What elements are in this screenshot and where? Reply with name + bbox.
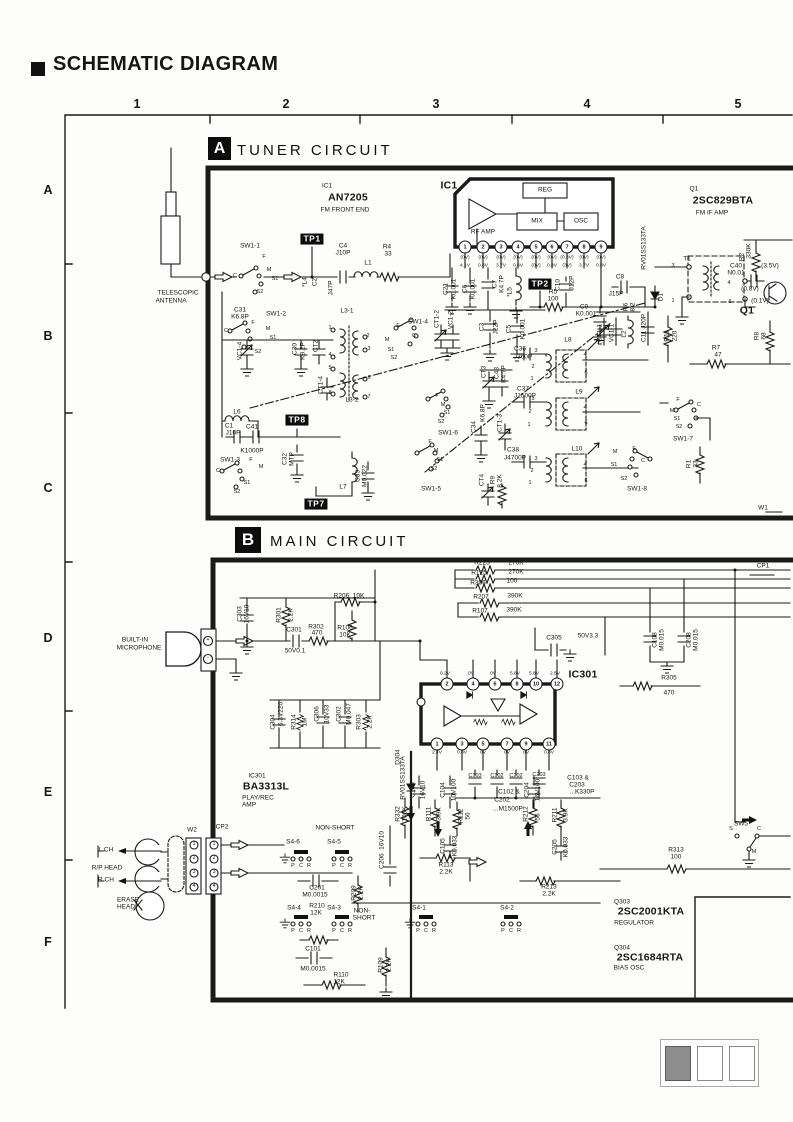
section-a-badge: A bbox=[208, 137, 231, 160]
page-indicator-box bbox=[728, 1045, 755, 1081]
section-b-title: MAIN CIRCUIT bbox=[270, 533, 409, 550]
wire-layer bbox=[64, 114, 793, 1009]
page-indicator-box bbox=[664, 1045, 691, 1081]
page-title: SCHEMATIC DIAGRAM bbox=[53, 53, 279, 75]
page-indicator bbox=[660, 1039, 759, 1087]
section-a-title: TUNER CIRCUIT bbox=[237, 142, 393, 159]
section-b-badge: B bbox=[235, 527, 261, 553]
title-bullet bbox=[31, 62, 45, 76]
page-indicator-box bbox=[696, 1045, 723, 1081]
